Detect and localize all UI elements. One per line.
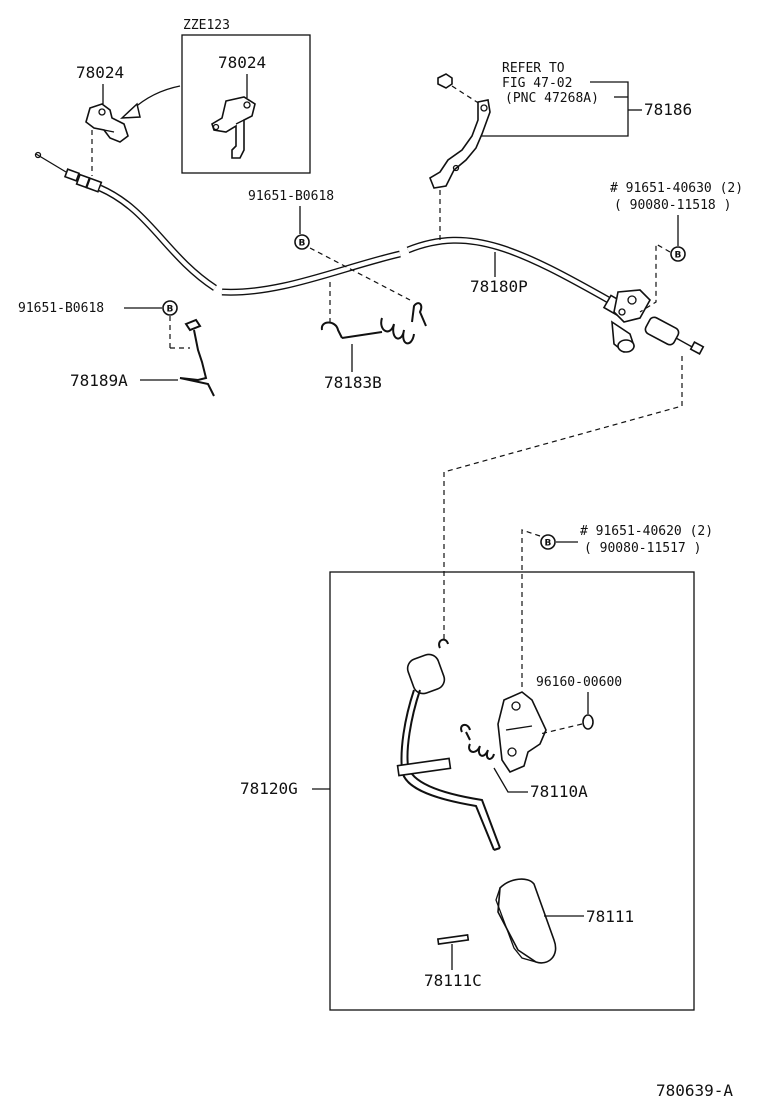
svg-text:B: B (545, 539, 552, 549)
nut-96160-00600 (582, 714, 594, 730)
part-label-78183B: 78183B (324, 373, 382, 392)
part-label-96160-00600: 96160-00600 (536, 675, 622, 690)
refer-to-line2: FIG 47-02 (502, 76, 572, 91)
inset-title: ZZE123 (183, 18, 230, 33)
figure-code: 780639-A (656, 1081, 733, 1100)
part-label-78186: 78186 (644, 100, 692, 119)
svg-text:B: B (167, 305, 174, 315)
bolt-91651-40620: B (540, 534, 556, 550)
pedal-pad-78111 (495, 878, 557, 964)
part-label-78024: 78024 (76, 63, 124, 82)
part-label-90080-11518: ( 90080-11518 ) (614, 198, 731, 213)
svg-text:B: B (299, 239, 306, 249)
refer-to-line3: (PNC 47268A) (505, 91, 599, 106)
part-label-91651-40620: # 91651-40620 (2) (580, 524, 713, 539)
cable-clamp-78024 (85, 103, 129, 143)
svg-text:B: B (675, 251, 682, 261)
nut-refer-fig (437, 73, 453, 89)
refer-to-line1: REFER TO (502, 61, 565, 76)
pin-78111C (436, 934, 470, 945)
pedal-assembly-box (329, 571, 695, 1011)
part-label-90080-11517: ( 90080-11517 ) (584, 541, 701, 556)
return-spring-78183B (320, 302, 427, 345)
pedal-arm-78120G (396, 638, 501, 851)
bolt-91651-40630: B (670, 246, 686, 262)
part-label-78180P: 78180P (470, 277, 528, 296)
cable-clip-78189A (179, 318, 215, 397)
part-label-78111C: 78111C (424, 971, 482, 990)
bolt-top-91651-B0618: B (294, 234, 310, 250)
cable-bracket-78186 (429, 99, 491, 189)
part-label-78110A: 78110A (530, 782, 588, 801)
part-label-78120G: 78120G (240, 779, 298, 798)
part-label-78024-inset: 78024 (218, 53, 266, 72)
part-label-91651-40630: # 91651-40630 (2) (610, 181, 743, 196)
pedal-spring-78110A (460, 724, 495, 760)
pedal-bracket (497, 691, 547, 773)
inset-box-zze123 (181, 34, 311, 174)
part-label-91651-B0618-left: 91651-B0618 (18, 301, 104, 316)
inset-pointer-arrow (131, 85, 181, 111)
cable-to-pedal-leader (443, 356, 683, 640)
bolt-left-91651-B0618: B (162, 300, 178, 316)
cable-clamp-inset-drawing (211, 96, 256, 159)
part-label-78111: 78111 (586, 907, 634, 926)
accelerator-cable-78180P (34, 151, 705, 355)
part-label-91651-B0618-top: 91651-B0618 (248, 189, 334, 204)
part-label-78189A: 78189A (70, 371, 128, 390)
